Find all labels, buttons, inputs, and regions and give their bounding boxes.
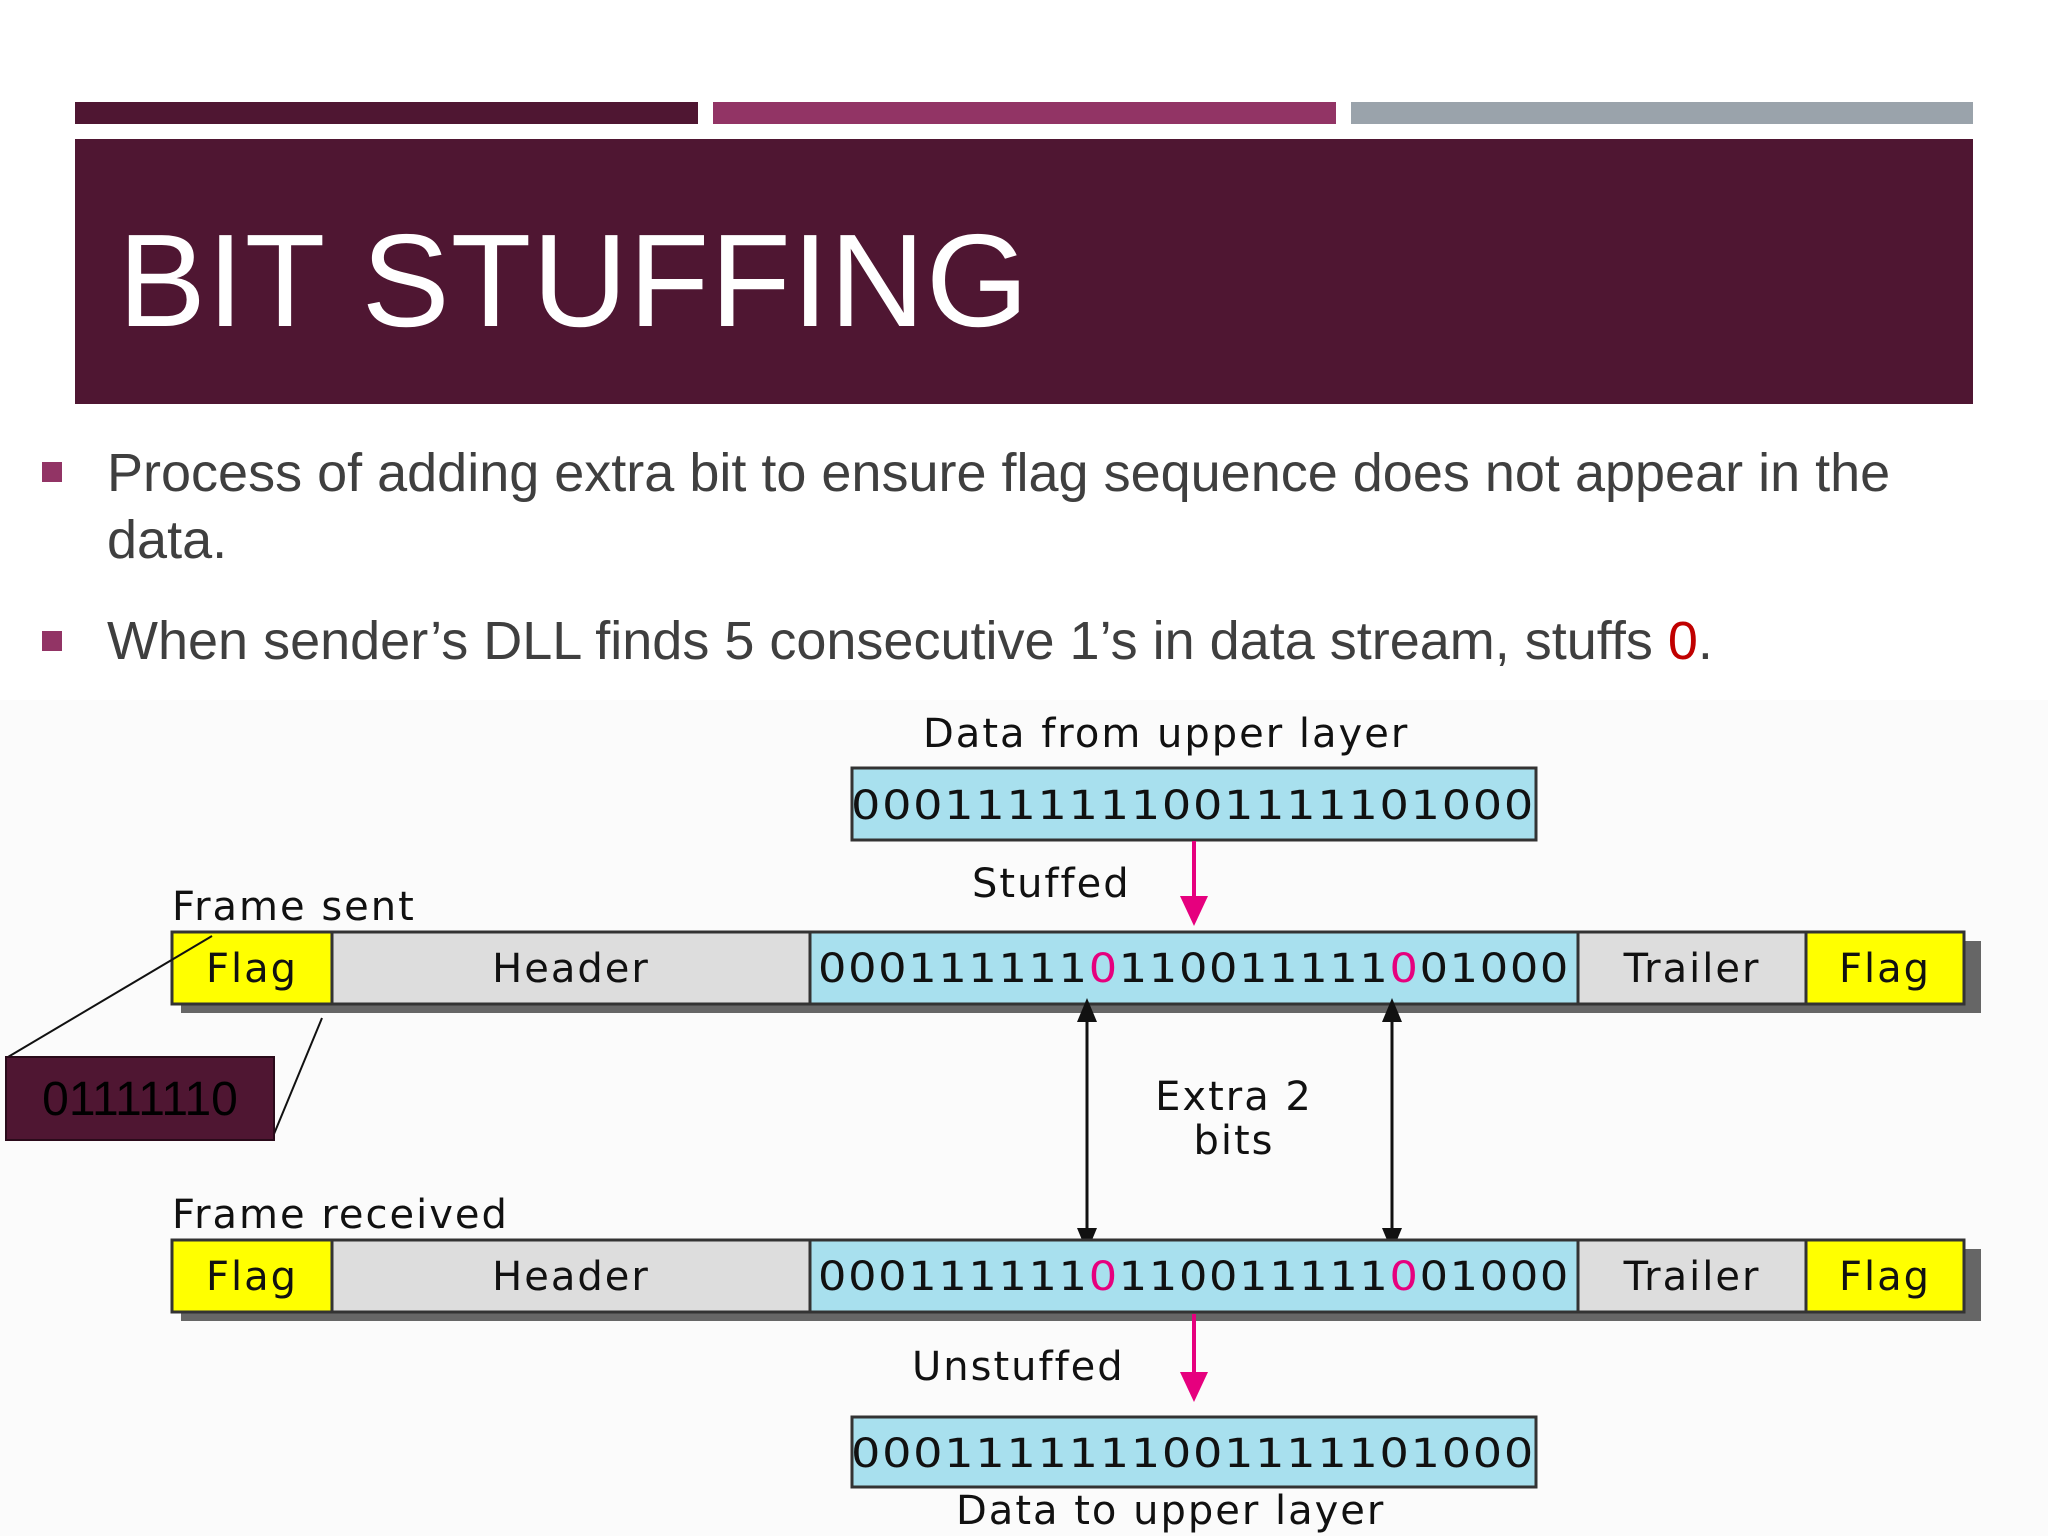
flag-pattern-text: 01111110 [42,1073,238,1126]
frame-received-flag-left [170,1238,334,1314]
flag-pattern-box [5,1056,275,1141]
frame-sent-flag-left-label: Flag [206,946,298,992]
slide-title: BIT STUFFING [118,207,1030,354]
data-from-upper-box [850,766,1538,842]
frame-sent-stuffed-bit-2: 0 [1390,946,1420,992]
frame-received-flag-right [1804,1238,1966,1314]
stuffed-zero-highlight: 0 [1667,611,1698,671]
extra-bits-label-line1: Extra 2 [1155,1074,1313,1120]
stuffed-arrow-head [1180,896,1208,926]
frame-received-trailer-label: Trailer [1623,1254,1761,1300]
flag-callout-line-bottom [273,1017,323,1135]
frame-sent-trailer-label: Trailer [1623,946,1761,992]
data-from-upper-bits: 0001111111001111101000 [851,783,1535,829]
frame-sent-bits-seg3: 01000 [1420,946,1570,992]
frame-received-header-label: Header [492,1254,650,1300]
extra-bit-arrow-1-up [1077,998,1097,1022]
frame-received-bits-seg2: 110011111 [1119,1254,1390,1300]
bullet-text: Process of adding extra bit to ensure fl… [107,443,1891,503]
unstuffed-arrow-head [1180,1372,1208,1402]
frame-sent-header [330,930,812,1006]
bullet-text: When sender’s DLL finds 5 consecutive 1’… [107,608,1713,675]
frame-received-bits-seg3: 01000 [1420,1254,1570,1300]
frame-sent-label: Frame sent [172,884,416,930]
accent-bar-gray [1351,102,1973,124]
stuffed-label: Stuffed [972,861,1131,907]
extra-bits-label-line2: bits [1193,1118,1274,1164]
frame-sent-data [808,930,1580,1006]
data-to-upper-box [850,1415,1538,1489]
diagram-svg: Data from upper layer 000111111100111110… [5,711,1981,1534]
frame-sent-flag-right-label: Flag [1839,946,1931,992]
frame-sent-bits-seg2: 110011111 [1119,946,1390,992]
frame-received-label: Frame received [172,1192,509,1238]
bullet-text-main: When sender’s DLL finds 5 consecutive 1’… [107,611,1668,671]
frame-received-flag-left-label: Flag [206,1254,298,1300]
unstuffed-label: Unstuffed [912,1344,1125,1390]
bit-stuffing-diagram: Data from upper layer 000111111100111110… [0,700,2048,1536]
frame-received-flag-right-label: Flag [1839,1254,1931,1300]
bullet-marker [42,631,62,651]
frame-received-trailer [1576,1238,1808,1314]
frame-received-stuffed-bit-2: 0 [1390,1254,1420,1300]
frame-sent-header-label: Header [492,946,650,992]
frame-received-stuffed-bit-1: 0 [1089,1254,1119,1300]
accent-bar-mid [713,102,1336,124]
data-from-upper-label: Data from upper layer [923,711,1409,757]
data-to-upper-bits: 0001111111001111101000 [851,1431,1535,1477]
accent-bar-dark [75,102,698,124]
flag-callout-line-top [7,935,213,1058]
frame-sent-flag-right [1804,930,1966,1006]
bullet-text-period: . [1697,611,1713,671]
frame-sent-bits-seg1: 000111111 [818,946,1089,992]
title-band [75,139,1973,404]
frame-received-bits-seg1: 000111111 [818,1254,1089,1300]
frame-sent-stuffed-bit-1: 0 [1089,946,1119,992]
data-to-upper-label: Data to upper layer [956,1488,1385,1534]
frame-received-header [330,1238,812,1314]
bullet-text-continued: data. [107,510,228,570]
bullet-marker [42,462,62,482]
extra-bit-arrow-2-up [1382,998,1402,1022]
